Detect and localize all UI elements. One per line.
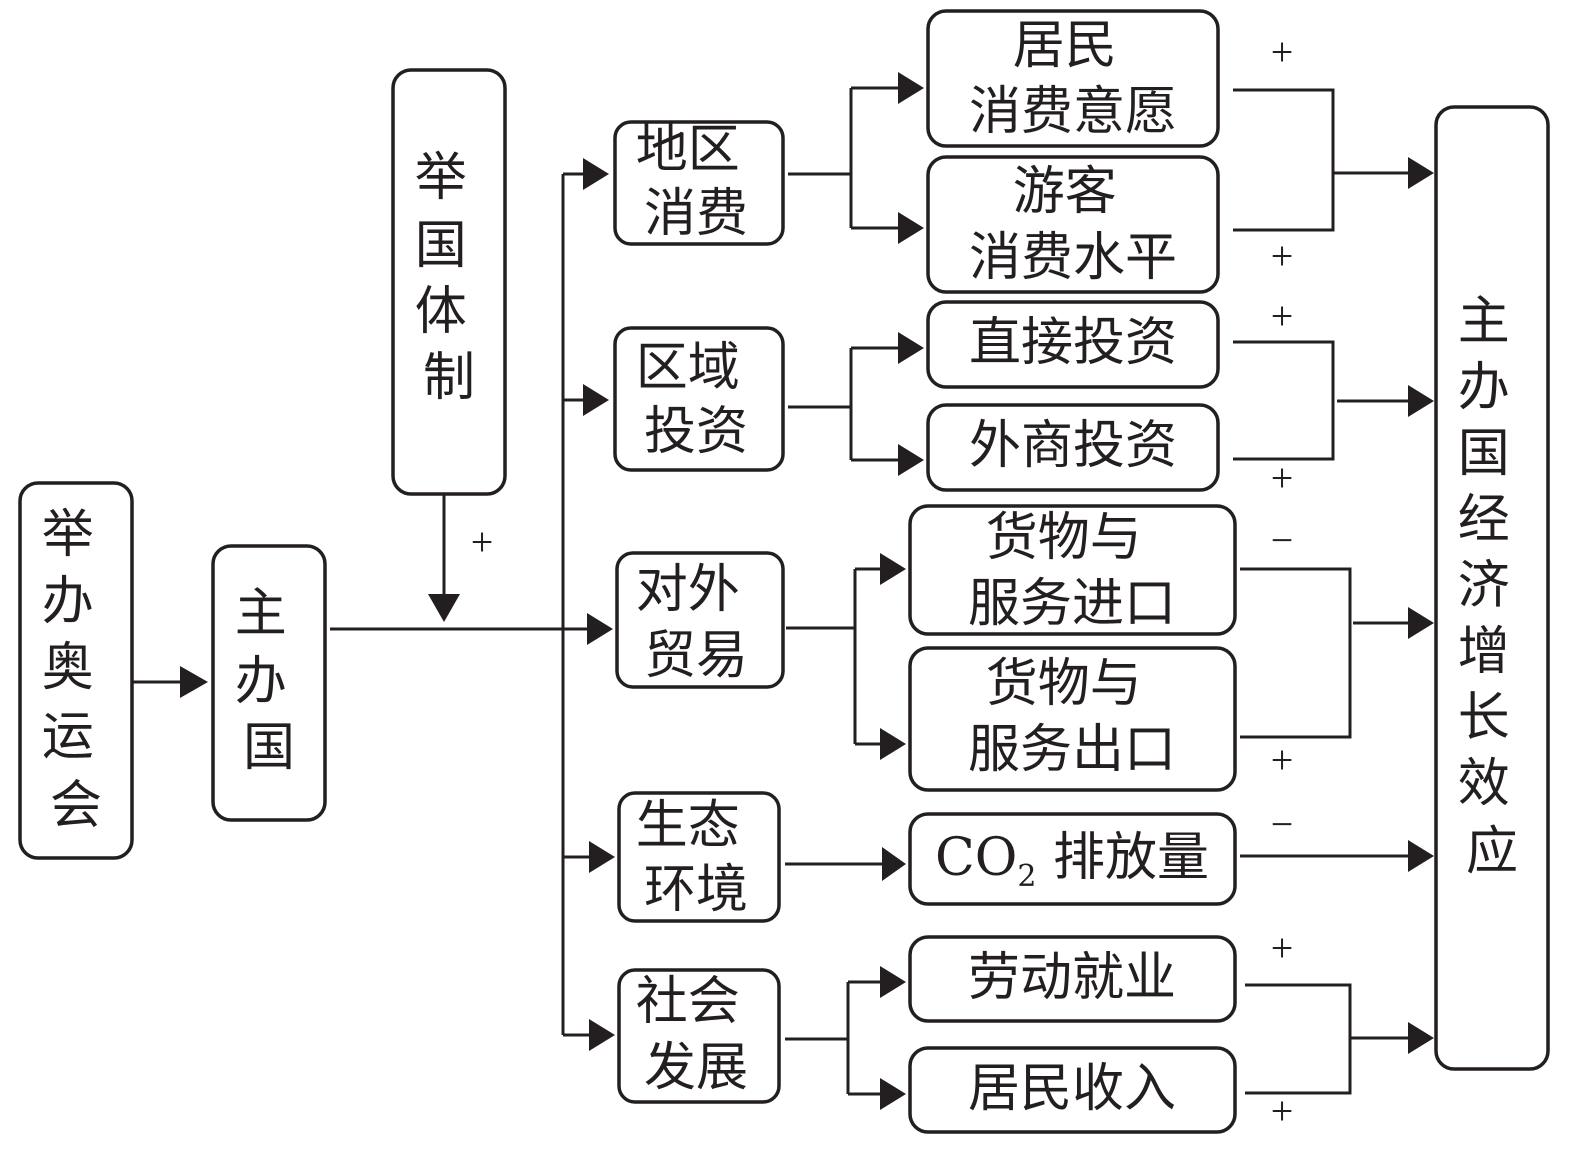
node-foreign-trade: 对外 贸易 — [615, 551, 785, 689]
sign-exports: + — [1271, 738, 1294, 783]
fork-foreign-trade — [786, 553, 906, 760]
arrow-to-ecological-environment — [563, 841, 615, 873]
node-co2-emissions-label: CO2 排放量 — [935, 828, 1209, 894]
sign-resident-income: + — [1271, 1089, 1294, 1134]
arrow-to-foreign-trade — [563, 613, 613, 645]
node-resident-consumption-will: 居民 消费意愿 — [926, 9, 1220, 148]
node-resident-consumption-will-label: 居民 消费意愿 — [969, 16, 1177, 142]
node-hold-olympics: 举 办 奥 运 会 — [18, 481, 134, 860]
connector-host-to-channels — [330, 174, 590, 1035]
merge-investment-to-outcome: + + — [1233, 294, 1434, 501]
node-regional-consumption: 地区 消费 — [613, 120, 785, 246]
node-tourist-consumption-level-label: 游客 消费水平 — [969, 162, 1177, 288]
node-exports-label: 货物与 服务出口 — [968, 654, 1176, 780]
node-hold-olympics-label: 举 办 奥 运 会 — [42, 505, 111, 836]
node-imports-label: 货物与 服务进口 — [968, 508, 1176, 634]
arrow-ecology-to-co2 — [785, 847, 906, 881]
node-ecological-environment: 生态 环境 — [617, 791, 781, 923]
node-regional-investment-label: 区域 投资 — [636, 338, 757, 462]
sign-imports: − — [1271, 518, 1294, 563]
arrow-to-regional-consumption — [563, 158, 609, 190]
node-direct-investment-label: 直接投资 — [969, 313, 1177, 373]
node-regional-consumption-label: 地区 消费 — [636, 120, 757, 244]
node-direct-investment: 直接投资 — [926, 300, 1220, 389]
node-ecological-environment-label: 生态 环境 — [636, 796, 757, 920]
arrow-to-regional-investment — [563, 384, 609, 416]
arrow-to-social-development — [563, 1019, 615, 1051]
arrow-co2-to-outcome: − — [1240, 802, 1434, 872]
node-foreign-trade-label: 对外 贸易 — [636, 560, 757, 686]
node-economic-growth-effect-label: 主 办 国 经 济 增 长 效 应 — [1458, 292, 1527, 882]
node-resident-income: 居民收入 — [908, 1046, 1237, 1134]
node-economic-growth-effect: 主 办 国 经 济 增 长 效 应 — [1434, 105, 1550, 1071]
fork-social-development — [785, 966, 906, 1110]
sign-employment: + — [1271, 926, 1294, 971]
node-co2-emissions: CO2 排放量 — [908, 812, 1237, 906]
sign-co2-emissions: − — [1271, 802, 1294, 847]
sign-tourist-consumption-level: + — [1271, 234, 1294, 279]
sign-direct-investment: + — [1271, 294, 1294, 339]
node-social-development: 社会 发展 — [617, 968, 781, 1104]
node-foreign-investment: 外商投资 — [926, 403, 1220, 492]
node-host-country-label: 主 办 国 — [235, 584, 304, 778]
merge-social-to-outcome: + + — [1245, 926, 1434, 1134]
node-imports: 货物与 服务进口 — [908, 504, 1237, 636]
fork-regional-consumption — [788, 72, 924, 244]
sign-foreign-investment: + — [1271, 456, 1294, 501]
node-regional-investment: 区域 投资 — [613, 326, 785, 472]
fork-regional-investment — [788, 332, 924, 476]
merge-consumption-to-outcome: + + — [1233, 30, 1434, 279]
node-national-system: 举 国 体 制 — [391, 68, 507, 496]
arrow-national-system-moderation: + — [428, 494, 493, 622]
sign-resident-consumption-will: + — [1271, 30, 1294, 75]
node-employment-label: 劳动就业 — [968, 948, 1176, 1008]
node-national-system-label: 举 国 体 制 — [415, 148, 484, 408]
arrow-olympics-to-host — [132, 666, 208, 698]
merge-trade-to-outcome: − + — [1240, 518, 1434, 783]
node-social-development-label: 社会 发展 — [636, 972, 757, 1098]
node-employment: 劳动就业 — [908, 935, 1237, 1023]
node-host-country: 主 办 国 — [211, 544, 327, 822]
sign-moderator: + — [471, 520, 494, 565]
node-foreign-investment-label: 外商投资 — [969, 416, 1177, 476]
node-tourist-consumption-level: 游客 消费水平 — [926, 155, 1220, 294]
node-resident-income-label: 居民收入 — [968, 1059, 1176, 1119]
node-exports: 货物与 服务出口 — [908, 646, 1237, 792]
